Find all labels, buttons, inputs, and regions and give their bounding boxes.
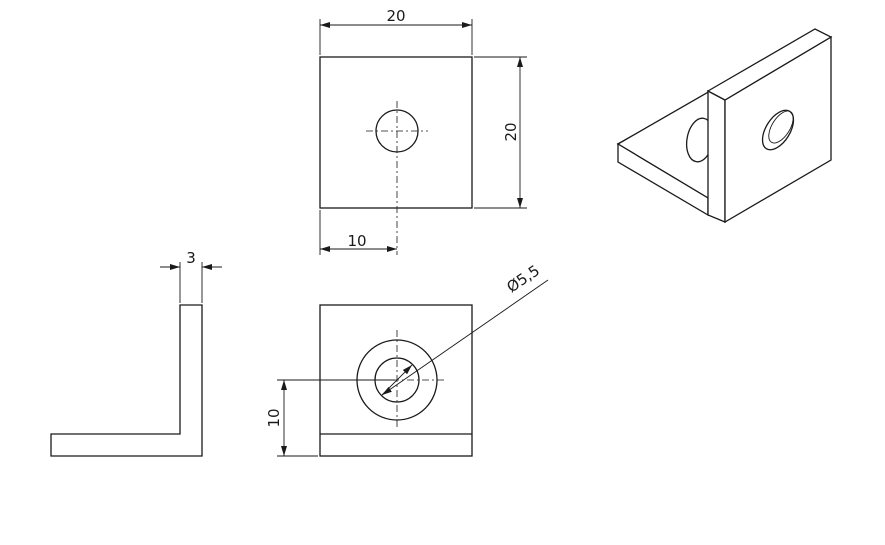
side-view: 3: [50, 249, 222, 457]
dim-top-width: 20: [319, 7, 473, 55]
dim-front-hole-height-text: 10: [265, 408, 283, 427]
top-view-outline: [319, 56, 473, 209]
top-view: 20 20 10: [319, 7, 527, 255]
iso-upright-hole-inner: [768, 110, 794, 144]
iso-upright-front: [707, 89, 726, 223]
iso-upright-top: [706, 28, 833, 101]
dim-front-diameter: Ø5,5: [381, 261, 549, 396]
dim-top-height-text: 20: [502, 122, 520, 141]
dim-top-width-text: 20: [386, 7, 405, 25]
dim-top-hole-offset: 10: [319, 210, 397, 255]
dim-side-thickness: 3: [160, 249, 222, 303]
front-view-outline: [319, 304, 473, 457]
dim-side-thickness-text: 3: [186, 249, 196, 267]
dim-front-hole-height: 10: [265, 379, 395, 457]
isometric-view: [616, 28, 833, 224]
side-view-outline: [50, 304, 203, 457]
dim-top-height: 20: [474, 56, 527, 209]
dim-top-hole-offset-text: 10: [347, 232, 366, 250]
front-view: Ø5,5 10: [265, 261, 549, 457]
dim-front-diameter-text: Ø5,5: [503, 261, 543, 296]
